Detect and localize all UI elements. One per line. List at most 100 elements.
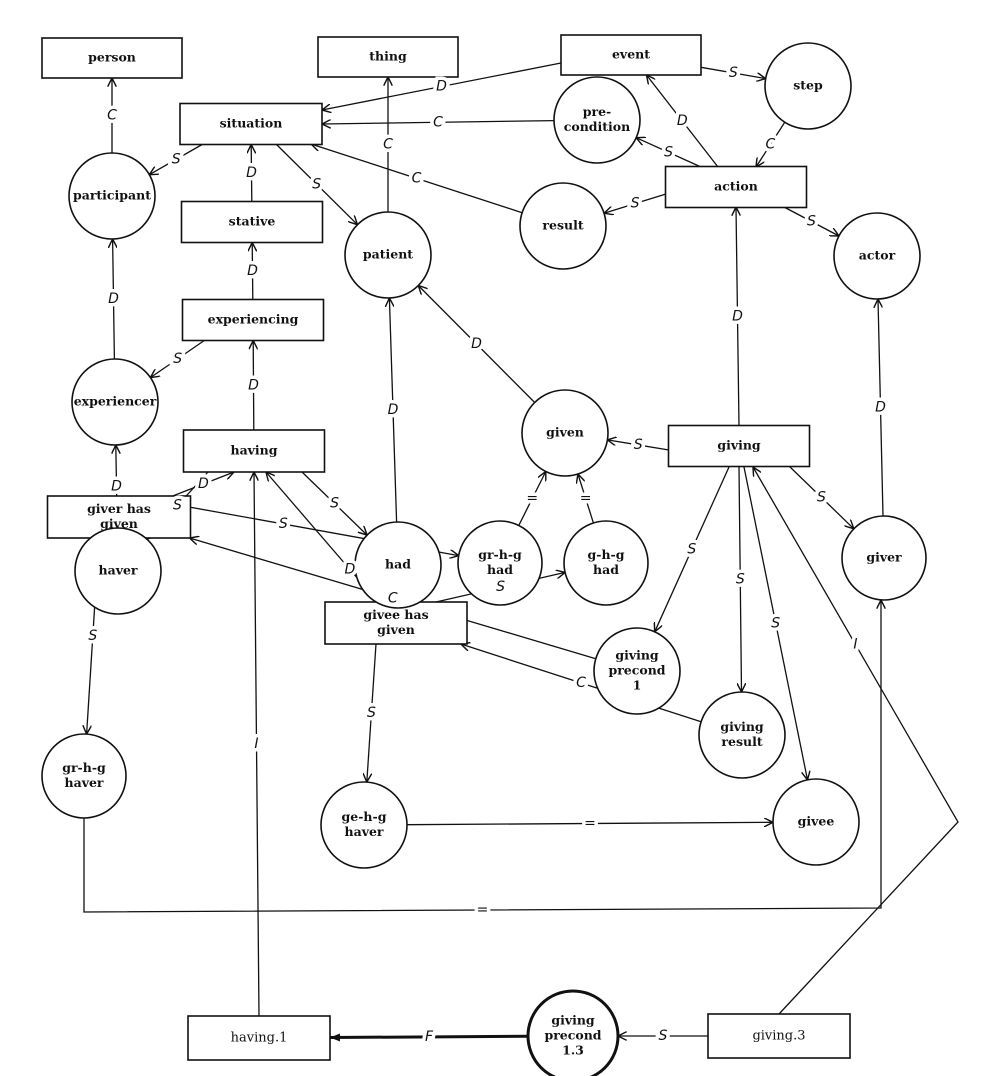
edge-givee-has-given-to-ge-h-g-haver <box>367 643 377 782</box>
node-label: 1.3 <box>562 1043 584 1058</box>
slot-circle <box>526 989 620 1076</box>
slot-circle <box>553 76 641 164</box>
node-having-1[interactable]: having.1 <box>187 1015 331 1061</box>
frame-box <box>324 601 468 645</box>
node-label: result <box>721 734 762 749</box>
node-label: having.1 <box>231 1031 288 1046</box>
node-patient[interactable]: patient <box>344 211 432 299</box>
node-had[interactable]: had <box>354 521 442 609</box>
node-pre-condition[interactable]: pre-condition <box>553 76 641 164</box>
node-stative[interactable]: stative <box>180 200 324 244</box>
edge-label-giving-to-giving-precond-1: S <box>687 541 696 557</box>
node-experiencer[interactable]: experiencer <box>71 358 159 446</box>
node-giving-3[interactable]: giving.3 <box>707 1013 851 1059</box>
slot-circle <box>354 521 442 609</box>
node-situation[interactable]: situation <box>179 102 323 146</box>
frame-box <box>707 1013 851 1059</box>
frame-box <box>41 37 183 79</box>
edge-label-giving-precond-1-to-giver-has-given: C <box>388 590 398 606</box>
node-haver[interactable]: haver <box>74 527 162 615</box>
frame-box <box>180 200 324 244</box>
edge-giver-has-given-to-having <box>172 472 234 497</box>
node-result[interactable]: result <box>519 182 607 270</box>
frame-box <box>181 298 325 342</box>
edge-label-ge-h-g-haver-to-givee: = <box>584 816 596 832</box>
edge-having-1-to-having <box>254 472 260 1017</box>
edge-giving-to-action <box>736 207 739 427</box>
edge-gr-h-g-haver-to-giver <box>83 600 881 913</box>
edge-giving-to-giver <box>788 465 854 529</box>
node-label: ge-h-g <box>342 809 387 824</box>
node-having[interactable]: having <box>182 429 326 473</box>
node-giving[interactable]: giving <box>667 424 811 468</box>
node-experiencing[interactable]: experiencing <box>181 298 325 342</box>
edge-label-givee-has-given-to-ge-h-g-haver: S <box>367 705 376 721</box>
edge-gr-h-g-had-to-given <box>518 472 546 526</box>
node-step[interactable]: step <box>764 42 852 130</box>
node-label: precond <box>544 1028 601 1043</box>
node-thing[interactable]: thing <box>317 36 459 78</box>
edge-action-to-pre-condition <box>636 138 702 168</box>
edge-experiencer-to-participant <box>113 239 115 360</box>
edge-pre-condition-to-situation <box>322 121 555 124</box>
node-label: giver has <box>87 501 151 516</box>
node-label: result <box>542 218 583 233</box>
slot-circle <box>841 515 927 601</box>
edge-stative-to-situation <box>251 145 252 202</box>
edge-label-giver-to-actor: D <box>875 399 886 415</box>
slot-circle <box>68 152 156 240</box>
node-action[interactable]: action <box>664 165 808 209</box>
node-label: giving <box>615 648 659 663</box>
node-actor[interactable]: actor <box>833 212 921 300</box>
node-participant[interactable]: participant <box>68 152 156 240</box>
edge-experiencing-to-stative <box>252 243 253 300</box>
slot-circle <box>764 42 852 130</box>
node-label: gr-h-g <box>62 760 106 775</box>
node-label: g-h-g <box>588 547 625 562</box>
edge-label-giving-3-to-giving: I <box>853 637 857 653</box>
edge-label-action-to-pre-condition: S <box>664 144 673 160</box>
slot-circle <box>563 520 649 606</box>
edge-giver-to-actor <box>878 299 884 517</box>
node-person[interactable]: person <box>41 37 183 79</box>
slot-circle <box>833 212 921 300</box>
node-giver[interactable]: giver <box>841 515 927 601</box>
frame-box <box>182 429 326 473</box>
edge-situation-to-participant <box>149 143 204 175</box>
edge-result-to-situation <box>311 144 523 214</box>
node-event[interactable]: event <box>560 34 702 76</box>
edge-label-having-1-to-having: I <box>254 736 258 752</box>
edge-label-giving-precond-1-3-to-having-1: F <box>425 1029 434 1045</box>
node-label: 1 <box>633 678 642 693</box>
edge-label-having-to-had: S <box>330 496 339 512</box>
edge-giving-result-to-givee-has-given <box>461 644 702 723</box>
edge-giving-to-giving-result <box>739 466 742 692</box>
edge-action-to-event <box>647 75 719 168</box>
edge-label-result-to-situation: C <box>412 170 422 186</box>
edge-label-giving-result-to-givee-has-given: C <box>576 675 586 691</box>
edge-action-to-result <box>604 193 667 213</box>
node-label: haver <box>345 824 384 839</box>
slot-circle <box>698 691 786 779</box>
edge-giving-3-to-giving <box>753 467 959 1015</box>
edge-label-giver-has-given-to-having: D <box>198 476 209 492</box>
node-given[interactable]: given <box>521 389 609 477</box>
node-label: giving <box>717 438 761 453</box>
edge-event-to-situation <box>322 62 562 110</box>
node-givee[interactable]: givee <box>772 778 860 866</box>
node-label: experiencing <box>208 312 299 327</box>
slot-circle <box>74 527 162 615</box>
edge-label-action-to-event: D <box>677 113 688 129</box>
edge-situation-to-patient <box>275 143 358 225</box>
edge-label-gr-h-g-had-to-given: = <box>526 490 538 506</box>
node-label: thing <box>369 49 407 64</box>
